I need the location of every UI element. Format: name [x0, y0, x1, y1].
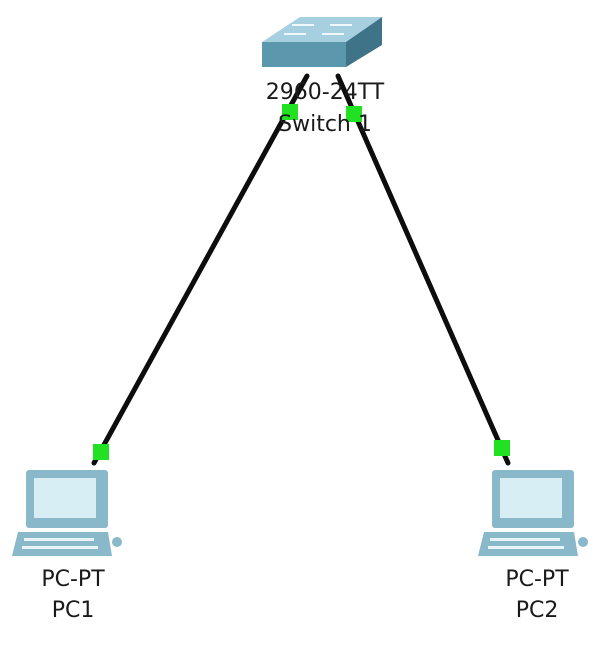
link-status-light	[494, 440, 510, 456]
switch-model-label: 2960-24TT	[265, 80, 385, 105]
switch-name-label: Switch 1	[278, 112, 372, 137]
network-switch-icon[interactable]	[262, 17, 382, 67]
link-status-light	[93, 444, 109, 460]
link-status-light	[282, 104, 298, 120]
pc1-model-label: PC-PT	[41, 567, 105, 592]
link-status-light	[346, 106, 362, 122]
pc1-name-label: PC1	[51, 598, 95, 623]
desktop-pc-icon[interactable]	[12, 470, 122, 556]
pc2-model-label: PC-PT	[505, 567, 569, 592]
desktop-pc-icon[interactable]	[478, 470, 588, 556]
cable-switch-pc2[interactable]	[335, 73, 511, 466]
pc2-name-label: PC2	[515, 598, 559, 623]
cable-switch-pc1[interactable]	[91, 73, 310, 466]
